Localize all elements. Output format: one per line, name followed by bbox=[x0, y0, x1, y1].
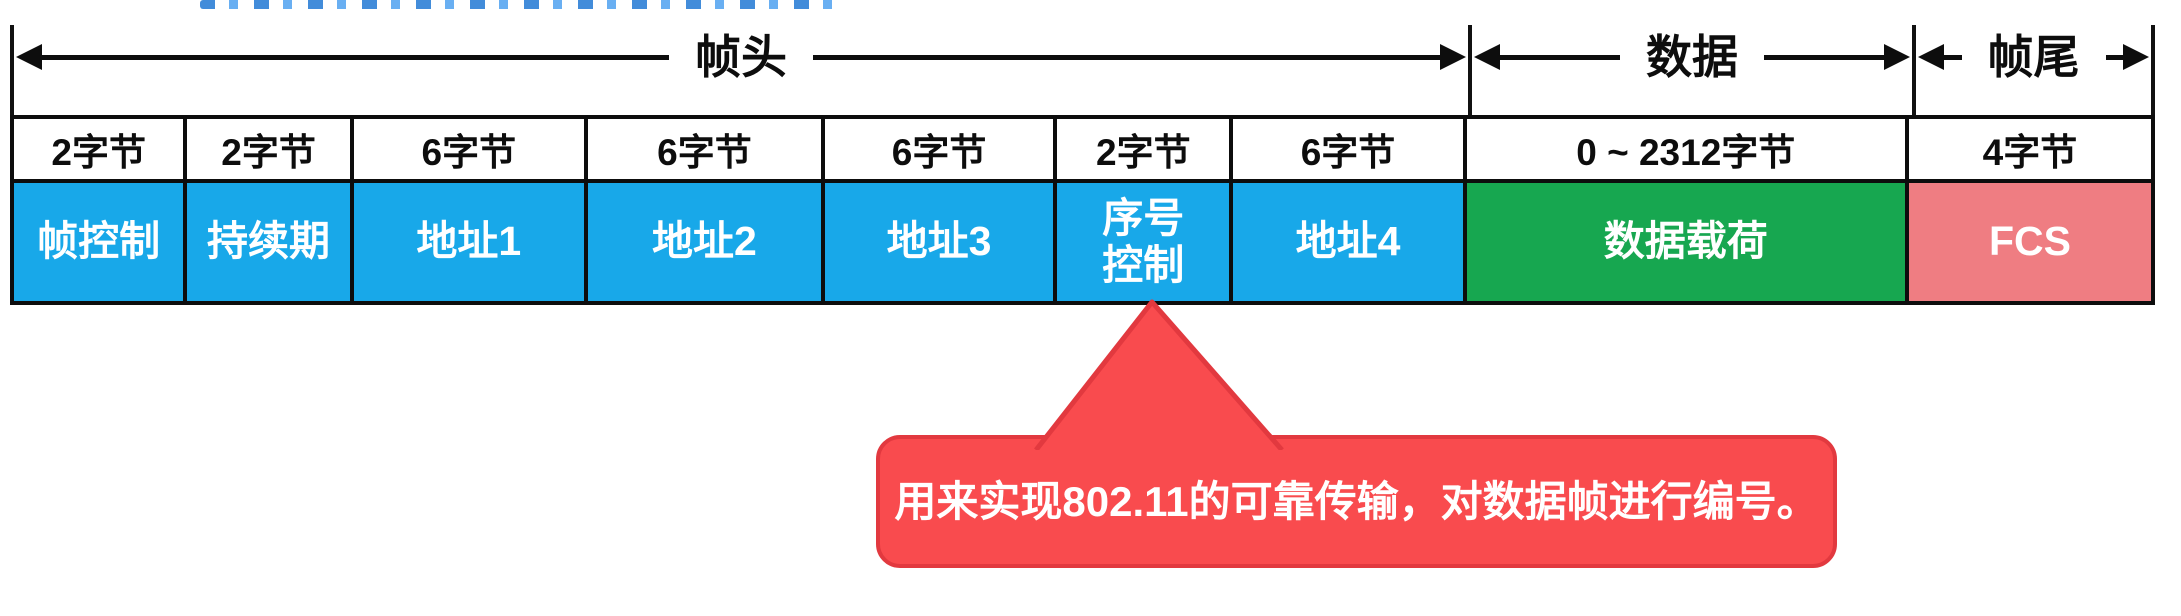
frame-field-column: 2字节 持续期 bbox=[187, 119, 354, 301]
double-headed-arrow: 帧头 bbox=[14, 25, 1468, 89]
frame-structure-table: 2字节 帧控制 2字节 持续期 6字节 地址1 6字节 地址2 6字节 地址3 bbox=[10, 115, 2155, 305]
field-name-cell: 持续期 bbox=[187, 183, 350, 301]
field-size-cell: 2字节 bbox=[1057, 119, 1230, 183]
arrow-line bbox=[40, 54, 669, 60]
field-size-cell: 0 ~ 2312字节 bbox=[1466, 119, 1905, 183]
field-size-cell: 6字节 bbox=[1233, 119, 1463, 183]
right-arrowhead-icon bbox=[1884, 44, 1910, 70]
frame-field-column: 0 ~ 2312字节 数据载荷 bbox=[1466, 119, 1909, 301]
arrow-line bbox=[1942, 54, 1962, 60]
section-label: 帧头 bbox=[695, 31, 787, 83]
field-name-cell: 地址2 bbox=[587, 183, 821, 301]
annotation-callout: 用来实现802.11的可靠传输，对数据帧进行编号。 bbox=[876, 435, 1837, 568]
field-size-cell: 2字节 bbox=[187, 119, 350, 183]
frame-field-column: 2字节 序号 控制 bbox=[1057, 119, 1234, 301]
frame-field-column: 6字节 地址4 bbox=[1233, 119, 1467, 301]
frame-field-column: 2字节 帧控制 bbox=[14, 119, 188, 301]
section-label: 帧尾 bbox=[1987, 31, 2080, 83]
double-headed-arrow: 数据 bbox=[1472, 25, 1912, 89]
clipped-blue-title-fragment bbox=[200, 0, 836, 9]
frame-field-column: 6字节 地址3 bbox=[824, 119, 1058, 301]
field-size-cell: 6字节 bbox=[587, 119, 821, 183]
right-arrowhead-icon bbox=[1440, 44, 1466, 70]
field-size-cell: 2字节 bbox=[14, 119, 184, 183]
span-arrow-section: 数据 bbox=[1468, 25, 1912, 115]
left-arrowhead-icon bbox=[1474, 44, 1500, 70]
field-name-cell: 地址3 bbox=[824, 183, 1054, 301]
arrow-line bbox=[1498, 54, 1620, 60]
left-arrowhead-icon bbox=[16, 44, 42, 70]
field-name-cell: 数据载荷 bbox=[1466, 183, 1905, 301]
arrow-line bbox=[2105, 54, 2125, 60]
field-size-cell: 4字节 bbox=[1908, 119, 2151, 183]
field-name-cell: 序号 控制 bbox=[1057, 183, 1230, 301]
section-label: 数据 bbox=[1646, 31, 1738, 83]
frame-field-column: 6字节 地址1 bbox=[353, 119, 588, 301]
span-arrow-section: 帧尾 bbox=[1912, 25, 2155, 115]
field-name-cell: 地址4 bbox=[1233, 183, 1463, 301]
left-arrowhead-icon bbox=[1918, 44, 1944, 70]
annotation-text: 用来实现802.11的可靠传输，对数据帧进行编号。 bbox=[894, 477, 1819, 525]
double-headed-arrow: 帧尾 bbox=[1916, 25, 2151, 89]
field-size-cell: 6字节 bbox=[353, 119, 584, 183]
frame-field-column: 4字节 FCS bbox=[1908, 119, 2151, 301]
frame-field-column: 6字节 地址2 bbox=[587, 119, 825, 301]
right-arrowhead-icon bbox=[2123, 44, 2149, 70]
field-size-cell: 6字节 bbox=[824, 119, 1054, 183]
arrow-line bbox=[813, 54, 1442, 60]
arrow-line bbox=[1764, 54, 1886, 60]
callout-pointer-icon bbox=[1034, 299, 1284, 450]
span-arrows-row: 帧头 数据 帧尾 bbox=[10, 25, 2155, 115]
field-name-cell: 帧控制 bbox=[14, 183, 184, 301]
field-name-cell: FCS bbox=[1908, 183, 2151, 301]
span-arrow-section: 帧头 bbox=[10, 25, 1468, 115]
field-name-cell: 地址1 bbox=[353, 183, 584, 301]
